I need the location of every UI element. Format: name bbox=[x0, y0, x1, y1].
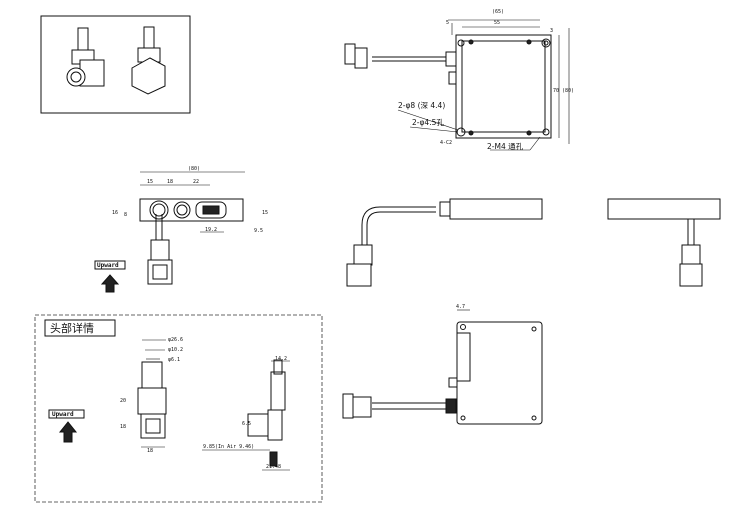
top-view: (65) 55 5 3 70 (80) 2-φ8 (深 4.4) 2-φ4.5孔… bbox=[344, 9, 574, 151]
dim-d: 8 bbox=[124, 212, 127, 218]
dim-bottom: 21.48 bbox=[266, 464, 281, 470]
dim-c: 22 bbox=[193, 179, 199, 185]
dim-a: 15 bbox=[147, 179, 153, 185]
upward-arrow-icon bbox=[100, 274, 120, 293]
dim-thickness: 4.7 bbox=[456, 304, 465, 310]
plan-view: 4.7 bbox=[342, 304, 543, 425]
dim-offset-95: 9.5 bbox=[254, 228, 263, 234]
dim-mid: φ10.2 bbox=[168, 347, 183, 353]
dim-offset: 5 bbox=[446, 20, 449, 26]
callout-through-hole: 2-M4 通孔 bbox=[487, 141, 524, 151]
dim-body: 18 bbox=[120, 424, 126, 430]
dim-conn: 19.2 bbox=[205, 227, 217, 233]
callout-chamfer: 4-C2 bbox=[440, 140, 452, 146]
dim-len: 20 bbox=[120, 398, 126, 404]
dim-top: 3 bbox=[550, 28, 553, 34]
dim-focus: 9.85(In Air 9.46) bbox=[203, 444, 254, 450]
cable-side-view bbox=[346, 198, 543, 287]
head-detail-title: 头部详情 bbox=[50, 321, 94, 335]
dim-side-width: 14.2 bbox=[275, 356, 287, 362]
callout-hole: 2-φ4.5孔 bbox=[412, 118, 444, 127]
dim-right: 15 bbox=[262, 210, 268, 216]
dim-overall-width: (65) bbox=[492, 9, 504, 15]
upward-arrow-icon bbox=[58, 421, 78, 443]
front-view: (80) 15 18 22 16 8 15 19.2 9.5 Upward bbox=[94, 166, 268, 293]
product-photo-left bbox=[66, 27, 105, 87]
product-photo-right bbox=[131, 26, 166, 95]
upward-label: Upward bbox=[97, 262, 119, 269]
dim-overall: (80) bbox=[188, 166, 200, 172]
head-detail: 头部详情 Upward φ26.6 φ10.2 φ6.1 20 18 18 14… bbox=[44, 319, 290, 471]
dim-hole-pitch: 55 bbox=[494, 20, 500, 26]
head-upward-label: Upward bbox=[52, 411, 74, 418]
dim-side-h: 6.5 bbox=[242, 421, 251, 427]
callout-counterbore: 2-φ8 (深 4.4) bbox=[398, 101, 445, 110]
product-photo-frame bbox=[40, 15, 191, 114]
dim-b: 18 bbox=[167, 179, 173, 185]
cable-end-view bbox=[607, 198, 721, 287]
dim-height: 16 bbox=[112, 210, 118, 216]
dim-overall-height: (80) bbox=[562, 88, 574, 94]
dim-id: φ6.1 bbox=[168, 357, 180, 363]
dim-od: φ26.6 bbox=[168, 337, 183, 343]
head-detail-frame bbox=[34, 314, 323, 503]
dim-hole-height: 70 bbox=[553, 88, 559, 94]
dim-width: 18 bbox=[147, 448, 153, 454]
